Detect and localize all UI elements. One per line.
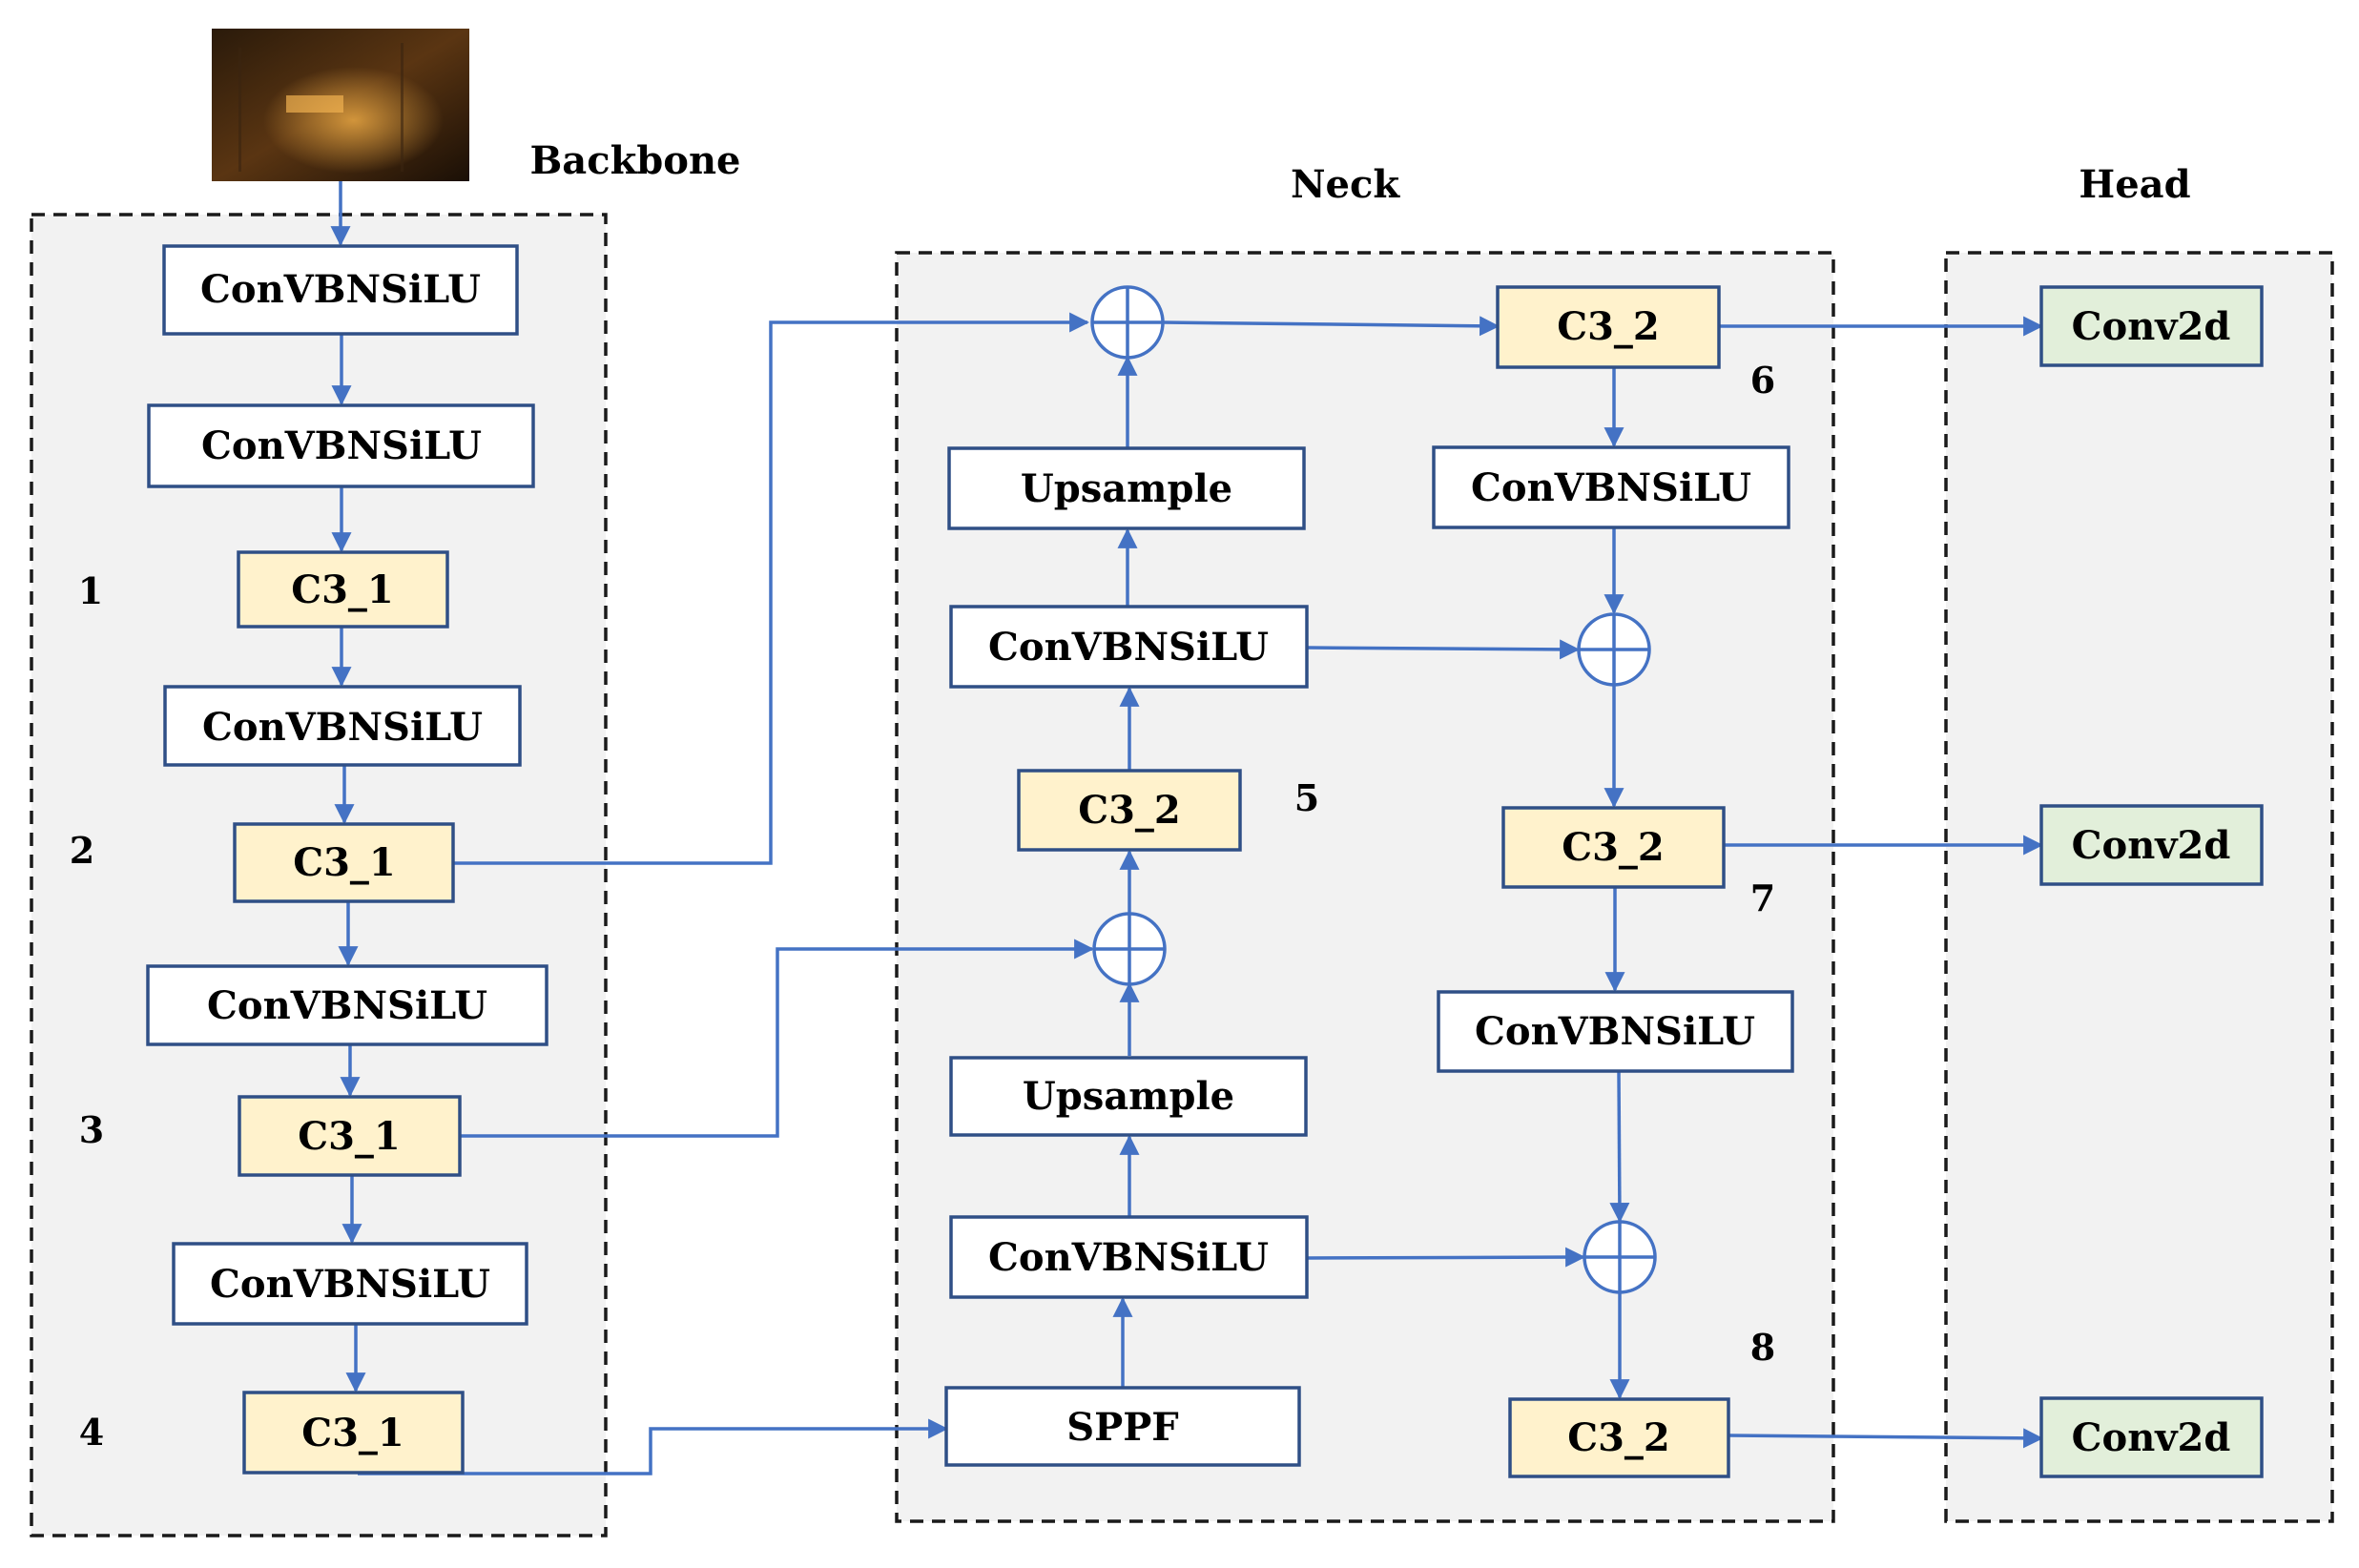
svg-text:ConVBNSiLU: ConVBNSiLU [210,1262,490,1307]
sum-node-right-1 [1577,612,1651,687]
sum-node-right-2 [1583,1220,1657,1294]
backbone-block-conv-3: ConVBNSiLU [163,685,522,767]
svg-text:Upsample: Upsample [1023,1074,1234,1119]
head-title: Head [2079,162,2190,207]
neck-number-6: 6 [1750,359,1775,402]
neck-block-conv-r2: ConVBNSiLU [1437,990,1794,1073]
backbone-block-c3-1a: C3_1 [237,550,449,629]
svg-text:ConVBNSiLU: ConVBNSiLU [202,705,483,750]
neck-block-sppf: SPPF [944,1386,1301,1467]
neck-block-conv-r1: ConVBNSiLU [1432,445,1790,529]
svg-text:C3_2: C3_2 [1567,1415,1670,1460]
svg-text:Upsample: Upsample [1021,466,1232,511]
arrow-conv-to-right-sum-2 [1306,1247,1586,1268]
backbone-number-4: 4 [79,1411,104,1454]
svg-text:C3_2: C3_2 [1557,304,1660,349]
sum-node-top [1090,285,1165,360]
svg-text:Conv2d: Conv2d [2072,823,2231,868]
skip-c31c-to-mid-sum [460,939,1095,1138]
svg-text:C3_1: C3_1 [293,840,396,885]
svg-text:C3_2: C3_2 [1078,788,1181,833]
backbone-block-conv-4: ConVBNSiLU [146,964,548,1046]
backbone-block-c3-1c: C3_1 [238,1095,462,1177]
backbone-number-2: 2 [70,829,94,872]
backbone-number-3: 3 [79,1108,104,1151]
arrow-conv-r2-to-sum [1609,1070,1630,1224]
arrow-top-sum-to-c32 [1162,316,1500,337]
svg-text:ConVBNSiLU: ConVBNSiLU [1475,1009,1755,1054]
backbone-block-c3-1b: C3_1 [233,822,455,903]
svg-text:ConVBNSiLU: ConVBNSiLU [207,983,487,1028]
svg-text:ConVBNSiLU: ConVBNSiLU [201,423,482,468]
sum-node-mid [1092,912,1167,986]
svg-text:C3_1: C3_1 [291,567,394,612]
backbone-number-1: 1 [78,569,103,612]
neck-block-c3-2-mid: C3_2 [1017,769,1242,852]
head-block-conv2d-2: Conv2d [2039,804,2264,886]
neck-number-7: 7 [1750,877,1775,919]
svg-text:C3_1: C3_1 [301,1411,404,1455]
input-image [212,29,469,181]
backbone-block-c3-1d: C3_1 [242,1391,465,1475]
svg-text:C3_2: C3_2 [1562,825,1665,870]
backbone-block-conv-5: ConVBNSiLU [172,1242,528,1326]
svg-text:SPPF: SPPF [1066,1405,1178,1450]
skip-c31d-to-sppf [358,1418,949,1475]
backbone-block-conv-1: ConVBNSiLU [162,244,519,336]
head-block-conv2d-3: Conv2d [2039,1396,2264,1478]
neck-title: Neck [1291,162,1400,207]
neck-block-conv-top: ConVBNSiLU [949,605,1309,689]
svg-text:ConVBNSiLU: ConVBNSiLU [988,625,1269,670]
head-block-conv2d-1: Conv2d [2039,285,2264,367]
neck-block-c3-2-out-2: C3_2 [1501,806,1726,889]
backbone-block-conv-2: ConVBNSiLU [147,403,535,488]
svg-text:ConVBNSiLU: ConVBNSiLU [200,267,481,312]
connectors [330,181,2044,1475]
head-panel [1944,251,2334,1523]
neck-block-conv-low: ConVBNSiLU [949,1215,1309,1299]
neck-block-c3-2-out-1: C3_2 [1496,285,1721,369]
backbone-title: Backbone [530,138,741,183]
svg-text:ConVBNSiLU: ConVBNSiLU [988,1235,1269,1280]
neck-number-8: 8 [1750,1326,1775,1369]
arrow-c32-to-head-3 [1728,1428,2044,1449]
neck-block-c3-2-out-3: C3_2 [1508,1397,1730,1478]
neck-number-5: 5 [1294,776,1319,819]
neck-block-upsample-low: Upsample [949,1056,1308,1137]
skip-c31b-to-top-sum [453,312,1090,865]
svg-text:Conv2d: Conv2d [2072,1415,2231,1460]
svg-text:C3_1: C3_1 [298,1114,401,1159]
svg-text:Conv2d: Conv2d [2072,304,2231,349]
arrow-conv-to-right-sum-1 [1306,639,1581,660]
svg-text:ConVBNSiLU: ConVBNSiLU [1471,465,1751,510]
neck-block-upsample-top: Upsample [947,446,1306,530]
